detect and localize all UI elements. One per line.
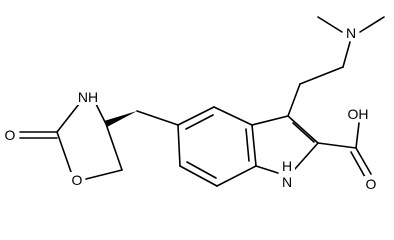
bond-c3-c2-outer	[287, 115, 319, 144]
atom-label-carboxyl-o: O	[366, 176, 377, 192]
bond-c3-c2-inner	[292, 122, 315, 143]
bond-ring-o-c5	[85, 169, 123, 180]
atom-label-oxazolidinone-ring-o: O	[72, 172, 83, 188]
bond-c4-c5-inner	[185, 114, 214, 130]
bond-nme-methyl-left	[317, 16, 343, 33]
bond-c3a-c7a	[251, 124, 257, 167]
atom-label-carboxyl-oh: OH	[348, 106, 369, 122]
bond-c7a-c3a-inner	[245, 128, 250, 162]
bond-c4-c5-outer	[177, 106, 215, 126]
bond-c5-c6	[177, 124, 181, 167]
bond-c7-c7a	[216, 165, 257, 187]
bond-nh-c2	[56, 103, 80, 133]
bond-ch2-ch2	[299, 66, 344, 85]
atom-label-indole-n: N	[282, 174, 292, 190]
bond-c6-c7-outer	[179, 165, 218, 187]
bond-cooh-o-b	[350, 151, 366, 178]
atom-label-oxazolidinone-carbonyl-o: O	[5, 127, 16, 143]
bond-c5-c4	[105, 123, 123, 171]
atom-label-dimethylamino-n: N	[346, 25, 356, 41]
bond-ch2-c3	[287, 83, 301, 117]
bond-nme-methyl-right	[359, 16, 385, 33]
atom-label-indole-h: H	[282, 158, 292, 174]
bond-n-ch2	[342, 41, 351, 68]
bond-c2-cooh	[317, 142, 357, 149]
bond-n1-c7a	[255, 165, 279, 174]
bond-cooh-o-a	[355, 147, 372, 175]
bond-c3a-c4	[213, 106, 253, 126]
bond-c2-n1	[293, 142, 319, 171]
bond-c5-ch2	[136, 110, 179, 126]
bond-cooh-oh	[355, 122, 360, 149]
bond-c6-c7-inner	[186, 161, 217, 179]
bond-c2-ring-o	[56, 131, 72, 173]
bond-c4-nh	[95, 103, 107, 125]
stereo-wedge-bond	[104, 111, 137, 127]
atom-label-oxazolidinone-nh: NH	[78, 89, 98, 105]
bond-c3-c3a	[251, 115, 289, 126]
zolmitriptan-carboxylic-acid-structure: N OH O H N NH O O	[3, 16, 385, 192]
